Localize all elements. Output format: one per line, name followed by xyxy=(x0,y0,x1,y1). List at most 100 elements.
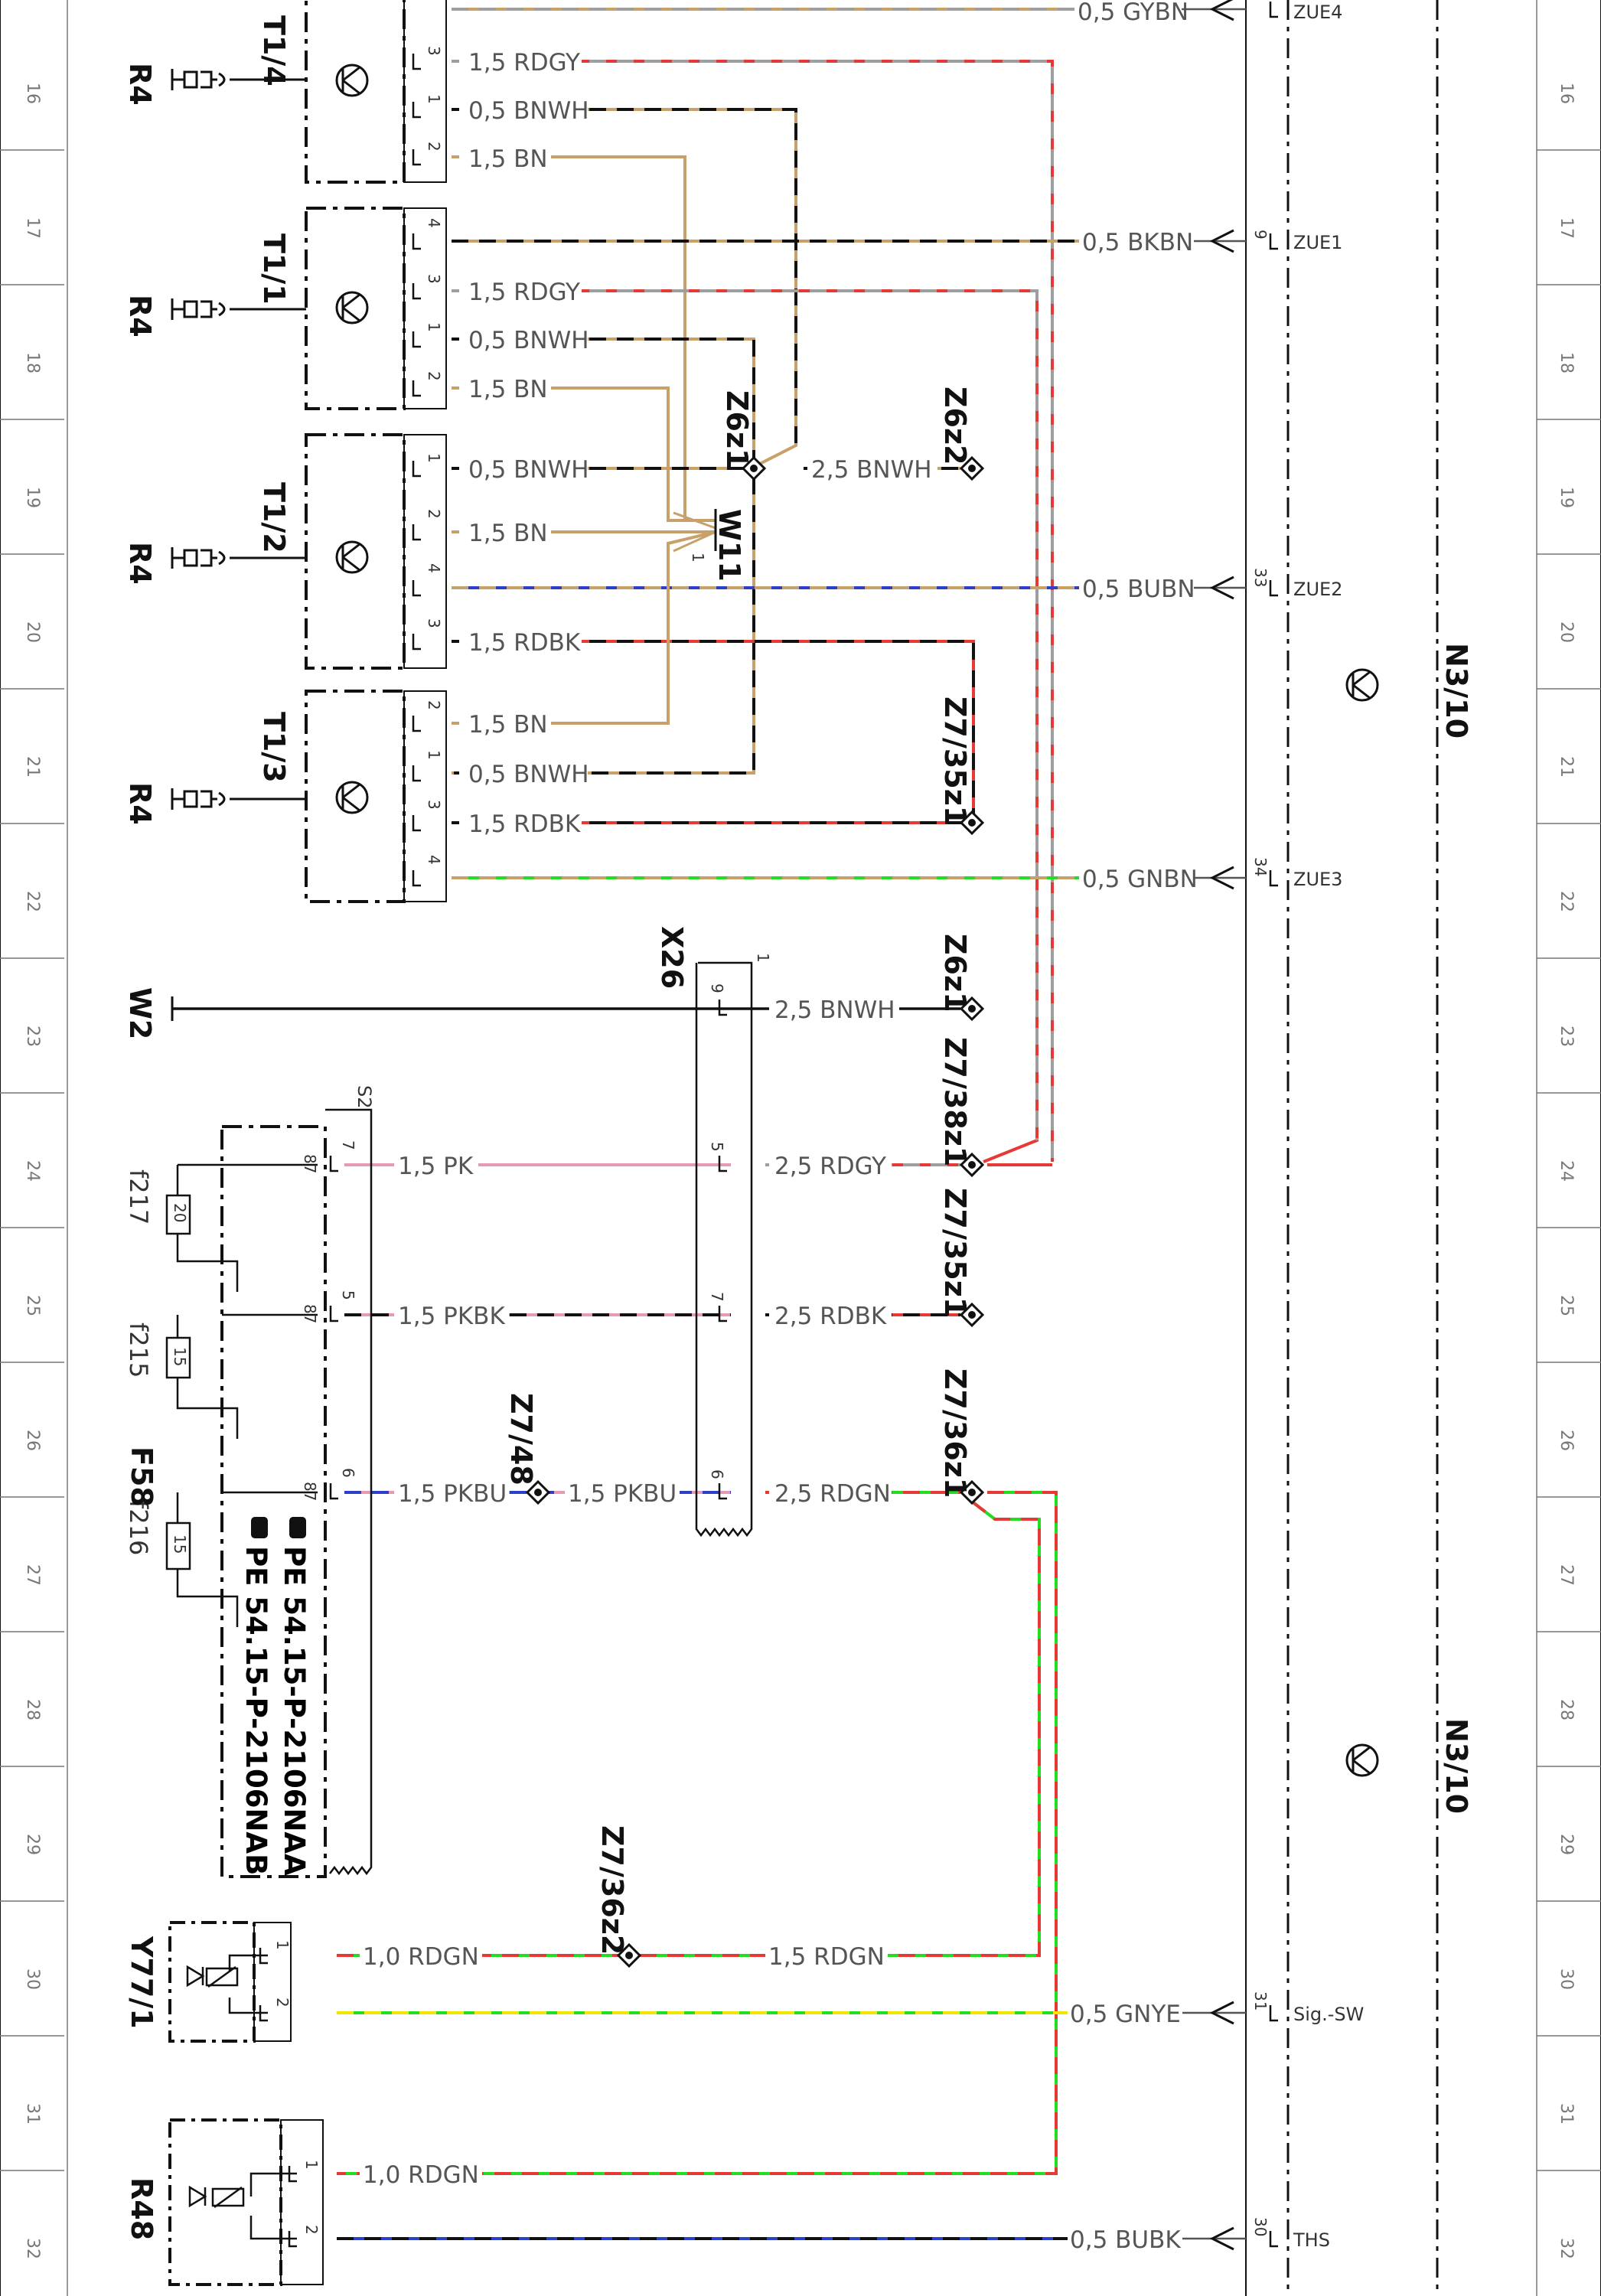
t11-pin-4: 4 xyxy=(425,218,443,228)
wire-bubk: 0,5 BUBK xyxy=(1070,2226,1181,2254)
n3-pin-stubs xyxy=(1269,2,1278,2248)
x26-pin-1: 1 xyxy=(754,953,772,963)
row-number: 24 xyxy=(23,1160,42,1182)
n3-pin-30: 30 xyxy=(1251,2217,1270,2236)
x26-pin-5: 5 xyxy=(708,1142,726,1152)
wire-y77-rdgn-1: 1,0 RDGN xyxy=(363,1943,479,1971)
t14-pin-1: 1 xyxy=(425,94,443,104)
wire-x26-rdbk: 2,5 RDBK xyxy=(774,1303,887,1330)
wire-pkbu-2: 1,5 PKBU xyxy=(568,1480,677,1508)
t12-pin-1: 1 xyxy=(425,453,443,463)
t11-pin-1: 1 xyxy=(425,322,443,332)
t14-pin-3: 3 xyxy=(425,46,443,56)
splice-labels: Z6z1 Z6z2 Z7/35z1 Z6z1 Z7/38z1 Z7/35z1 Z… xyxy=(504,386,972,1955)
wire-t13-bn: 1,5 BN xyxy=(468,711,548,739)
module-pinblocks xyxy=(403,0,447,902)
w11-pin-1: 1 xyxy=(689,553,707,563)
wire-bkbn: 0,5 BKBN xyxy=(1082,229,1193,256)
label-y77-1: Y77/1 xyxy=(125,1936,158,2029)
t12-pin-4: 4 xyxy=(425,563,443,573)
label-w11: W11 xyxy=(712,509,746,582)
row-number: 20 xyxy=(23,621,42,643)
s2-pin-6: 6 xyxy=(339,1468,357,1478)
row-number: 22 xyxy=(1557,891,1576,912)
fuse-f215-value: 15 xyxy=(171,1347,189,1366)
wire-t11-bnwh: 0,5 BNWH xyxy=(468,327,589,354)
r48-pin-2: 2 xyxy=(302,2225,321,2235)
label-z7-35z1b: Z7/35z1 xyxy=(938,1188,972,1317)
x26-pin-9: 9 xyxy=(708,983,726,993)
wire-z6-bnwh: 2,5 BNWH xyxy=(811,456,932,484)
wire-x26-rdgn: 2,5 RDGN xyxy=(774,1480,891,1508)
row-number: 23 xyxy=(1557,1026,1576,1047)
label-z7-38z1: Z7/38z1 xyxy=(938,1037,972,1166)
t13-pin-4: 4 xyxy=(425,855,443,865)
x26-pin-6: 6 xyxy=(708,1469,726,1479)
fuse-f216-value: 15 xyxy=(171,1534,189,1554)
label-r4: R4 xyxy=(123,63,157,106)
row-number: 18 xyxy=(1557,352,1576,373)
row-number: 28 xyxy=(1557,1699,1576,1720)
s2-f58-block: S2 20 15 15 f217 f215 f216 F58 7 5 6 87 … xyxy=(124,1085,375,1878)
r4-plug-icon xyxy=(171,69,306,810)
fuse-f217-value: 20 xyxy=(171,1203,189,1222)
row-number: 16 xyxy=(1557,83,1576,104)
signal-zue3: ZUE3 xyxy=(1293,869,1342,890)
w2-ground: W2 xyxy=(123,987,174,1039)
label-s2: S2 xyxy=(354,1085,375,1109)
t13-pin-2: 2 xyxy=(425,700,443,710)
row-number: 21 xyxy=(1557,756,1576,778)
label-f215: f215 xyxy=(124,1322,153,1378)
module-pin-stubs xyxy=(412,54,421,887)
reference-pe-nab: PE 54.15-P-2106NAB xyxy=(240,1546,272,1875)
row-number: 19 xyxy=(23,487,42,508)
label-z7-36z2: Z7/36z2 xyxy=(595,1825,629,1955)
n3-arrows xyxy=(1209,0,1234,2251)
module-boxes xyxy=(305,0,406,903)
label-r4: R4 xyxy=(123,295,157,338)
wire-t12-rdbk: 1,5 RDBK xyxy=(468,629,581,657)
signal-zue4: ZUE4 xyxy=(1293,2,1342,23)
row-number: 21 xyxy=(23,756,42,778)
row-number: 17 xyxy=(23,217,42,239)
x26-pin-7: 7 xyxy=(708,1292,726,1302)
t13-pin-3: 3 xyxy=(425,800,443,810)
y77-1-valve: 1 2 Y77/1 xyxy=(125,1921,292,2043)
reference-pe-naa: PE 54.15-P-2106NAA xyxy=(278,1546,311,1876)
wire-pk: 1,5 PK xyxy=(398,1153,474,1180)
r48-valve: 1 2 R48 xyxy=(125,2118,324,2286)
n3-pin-labels: ZUE4 9 ZUE1 33 ZUE2 34 ZUE3 31 Sig.-SW 3… xyxy=(1251,2,1364,2251)
row-number: 29 xyxy=(1557,1834,1576,1855)
row-number: 28 xyxy=(23,1699,42,1720)
row-number: 26 xyxy=(1557,1430,1576,1451)
n3-10-label-top: N3/10 xyxy=(1440,643,1473,739)
row-number: 17 xyxy=(1557,217,1576,239)
label-z7-36z1: Z7/36z1 xyxy=(938,1368,972,1498)
signal-sig-sw: Sig.-SW xyxy=(1293,2004,1364,2025)
label-z6z1: Z6z1 xyxy=(720,390,754,469)
s2-pin-7: 7 xyxy=(339,1140,357,1150)
t12-pin-2: 2 xyxy=(425,509,443,519)
label-r48: R48 xyxy=(125,2177,158,2240)
label-z6z1b: Z6z1 xyxy=(938,934,972,1013)
label-r4: R4 xyxy=(123,542,157,585)
label-w2: W2 xyxy=(123,987,157,1039)
t13-pin-1: 1 xyxy=(425,750,443,760)
wire-t12-bn: 1,5 BN xyxy=(468,520,548,547)
row-number: 32 xyxy=(1557,2238,1576,2259)
row-number: 20 xyxy=(1557,621,1576,643)
label-t1-3: T1/3 xyxy=(257,712,291,783)
row-number: 31 xyxy=(1557,2103,1576,2125)
n3-10-label-bottom: N3/10 xyxy=(1440,1718,1473,1814)
y77-pin-2: 2 xyxy=(273,1998,292,2007)
wire-gnbn: 0,5 GNBN xyxy=(1082,866,1198,893)
wire-t11-rdgy: 1,5 RDGY xyxy=(468,279,580,306)
sensor-modules: 3 1 2 4 3 1 2 1 2 4 3 2 1 3 4 xyxy=(123,0,447,903)
wire-t13-rdbk: 1,5 RDBK xyxy=(468,810,581,838)
w11-junction: W11 1 xyxy=(673,509,746,582)
n3-pin-33: 33 xyxy=(1251,568,1270,587)
f58-pin-87a: 87 xyxy=(301,1154,319,1173)
wire-t13-bnwh: 0,5 BNWH xyxy=(468,761,589,788)
signal-ths: THS xyxy=(1293,2229,1330,2251)
